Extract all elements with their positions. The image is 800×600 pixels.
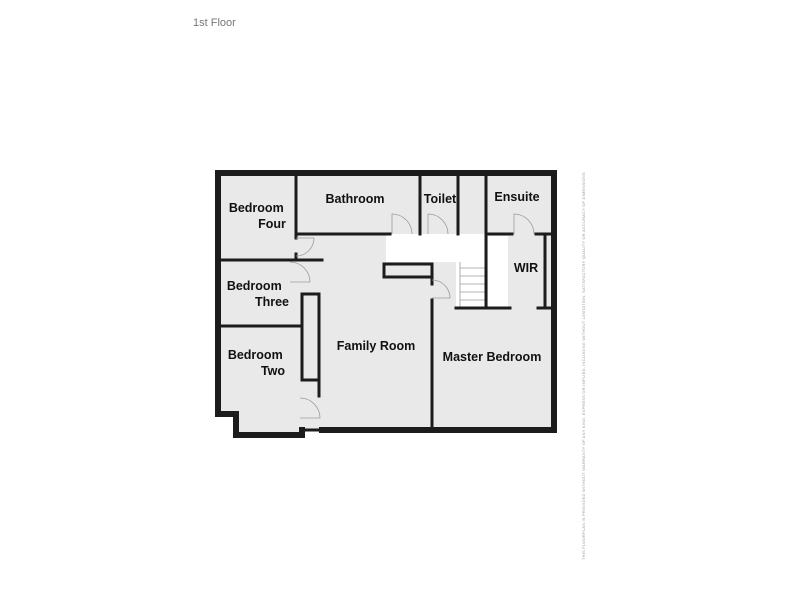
door-bedroom-two xyxy=(299,397,321,419)
bathroom-label: Bathroom xyxy=(325,192,384,206)
bedroom-four-label-line2: Four xyxy=(258,217,286,231)
door-master-bedroom xyxy=(431,279,451,299)
door-toilet xyxy=(427,213,449,235)
toilet-label: Toilet xyxy=(424,192,457,206)
bedroom-two-label-line1: Bedroom xyxy=(228,348,283,362)
bedroom-two-label: Bedroom Two xyxy=(228,348,286,378)
floor-title: 1st Floor xyxy=(193,17,236,29)
door-bedroom-three xyxy=(289,261,311,283)
family-room-label: Family Room xyxy=(337,339,416,353)
ensuite-label: Ensuite xyxy=(494,190,539,204)
wir-label: WIR xyxy=(514,261,538,275)
bedroom-three-label-line2: Three xyxy=(255,295,289,309)
walls xyxy=(215,170,557,438)
outer-walls xyxy=(215,170,557,438)
bedroom-four-label: Bedroom Four xyxy=(229,201,287,231)
door-ensuite xyxy=(513,213,535,235)
disclaimer-text: THIS FLOORPLAN IS PROVIDED WITHOUT WARRA… xyxy=(581,172,586,560)
door-bathroom xyxy=(391,213,413,235)
bedroom-four-label-line1: Bedroom xyxy=(229,201,284,215)
interior-walls xyxy=(219,174,553,429)
bedroom-three-label-line1: Bedroom xyxy=(227,279,282,293)
bedroom-three-label: Bedroom Three xyxy=(227,279,289,309)
bedroom-two-label-line2: Two xyxy=(261,364,285,378)
door-swings xyxy=(289,213,535,419)
master-bedroom-label: Master Bedroom xyxy=(443,350,542,364)
stairs xyxy=(459,262,486,308)
stair-landing xyxy=(386,234,508,308)
door-bedroom-four xyxy=(295,237,315,257)
